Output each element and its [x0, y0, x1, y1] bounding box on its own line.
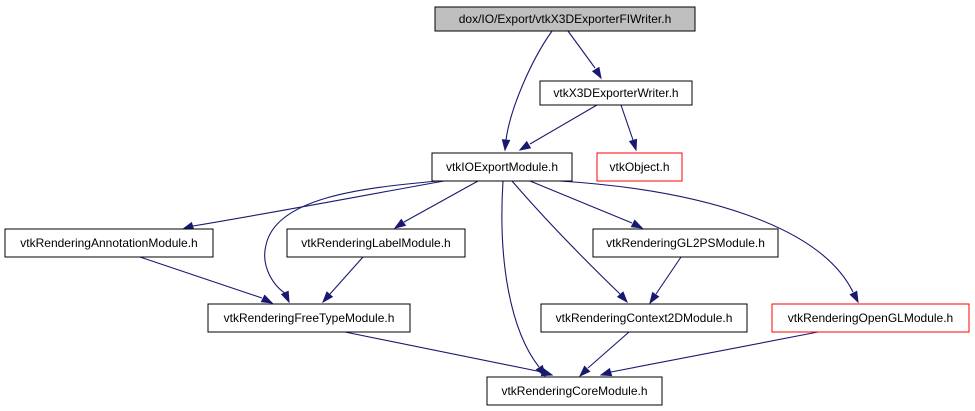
edge-line: [610, 331, 819, 373]
edge-arrowhead: [540, 367, 554, 377]
edge-arrowhead: [280, 290, 290, 304]
node-label: vtkRenderingCoreModule.h: [501, 384, 647, 398]
edge-line: [559, 180, 854, 293]
node-label: vtkRenderingOpenGLModule.h: [788, 311, 953, 325]
edge-line: [655, 256, 682, 295]
edge-arrowhead: [628, 138, 638, 152]
node-box[interactable]: [4, 228, 214, 258]
node-box[interactable]: [431, 152, 573, 182]
edge-annotation-to-freetype: [139, 256, 274, 304]
edge-line: [567, 30, 596, 69]
edge-line: [329, 256, 364, 295]
edge-arrowhead: [630, 219, 644, 229]
edge-freetype-to-core: [344, 331, 554, 377]
edge-root-to-writer: [567, 30, 602, 80]
node-vtkrenderinglabelmodule-h[interactable]: vtkRenderingLabelModule.h: [286, 228, 466, 258]
node-box[interactable]: [592, 228, 779, 258]
edge-arrowhead: [393, 218, 407, 229]
nodes-layer: dox/IO/Export/vtkX3DExporterFIWriter.h vt…: [4, 6, 970, 406]
node-vtkrenderingannotationmodule-h[interactable]: vtkRenderingAnnotationModule.h: [4, 228, 214, 258]
node-box[interactable]: [539, 80, 693, 106]
edge-ioexport-to-annotation: [181, 180, 445, 231]
edge-arrowhead: [518, 140, 532, 151]
node-box[interactable]: [486, 376, 663, 406]
edge-gl2ps-to-context2d: [649, 256, 682, 305]
edge-arrowhead: [591, 66, 602, 80]
node-label: vtkRenderingFreeTypeModule.h: [224, 311, 395, 325]
node-label: vtkObject.h: [609, 160, 669, 174]
node-vtkrenderingopenglmodule-h[interactable]: vtkRenderingOpenGLModule.h: [771, 303, 970, 333]
node-label: vtkIOExportModule.h: [446, 160, 558, 174]
edge-ioexport-to-label: [393, 180, 479, 229]
edge-line: [403, 180, 479, 223]
edge-arrowhead: [322, 291, 334, 304]
node-vtkx3dexporterwriter-h[interactable]: vtkX3DExporterWriter.h: [539, 80, 693, 106]
edge-arrowhead: [260, 294, 274, 304]
edge-line: [505, 30, 553, 141]
edge-line: [139, 256, 263, 299]
edges-layer: [139, 30, 859, 378]
node-box[interactable]: [596, 152, 683, 182]
edge-arrowhead: [616, 291, 628, 304]
edge-ioexport-to-opengl: [559, 180, 859, 304]
node-label: vtkRenderingAnnotationModule.h: [20, 236, 197, 250]
edge-arrowhead: [849, 290, 859, 304]
edge-arrowhead: [649, 291, 660, 305]
edge-line: [587, 331, 630, 369]
node-box[interactable]: [434, 6, 696, 32]
node-vtkrenderingcoremodule-h[interactable]: vtkRenderingCoreModule.h: [486, 376, 663, 406]
edge-arrowhead: [578, 365, 591, 378]
edge-line: [511, 180, 621, 295]
edge-line: [529, 180, 633, 224]
node-box[interactable]: [207, 303, 411, 333]
edge-opengl-to-core: [599, 331, 819, 377]
edge-label-to-freetype: [322, 256, 364, 304]
edge-arrowhead: [599, 367, 613, 377]
edge-line: [344, 331, 543, 373]
node-label: vtkRenderingGL2PSModule.h: [606, 236, 765, 250]
edge-ioexport-to-gl2ps: [529, 180, 644, 229]
node-label: dox/IO/Export/vtkX3DExporterFIWriter.h: [459, 12, 672, 26]
node-vtkrenderingfreetypemodule-h[interactable]: vtkRenderingFreeTypeModule.h: [207, 303, 411, 333]
edge-line: [264, 180, 439, 294]
node-vtkrenderingcontext2dmodule-h[interactable]: vtkRenderingContext2DModule.h: [540, 303, 748, 333]
node-label: vtkRenderingContext2DModule.h: [556, 311, 733, 325]
edge-writer-to-ioexport: [518, 104, 598, 151]
edge-line: [501, 180, 540, 368]
edge-arrowhead: [501, 139, 511, 152]
node-box[interactable]: [771, 303, 970, 333]
edge-line: [620, 104, 634, 141]
node-vtkobject-h[interactable]: vtkObject.h: [596, 152, 683, 182]
edge-ioexport-to-context2d: [511, 180, 628, 304]
node-box[interactable]: [540, 303, 748, 333]
edge-writer-to-object: [620, 104, 638, 152]
edge-line: [529, 104, 598, 145]
node-label: vtkX3DExporterWriter.h: [553, 86, 678, 100]
edge-context2d-to-core: [578, 331, 630, 378]
node-dox-io-export-vtkx3dexporterfiwriter-h[interactable]: dox/IO/Export/vtkX3DExporterFIWriter.h: [434, 6, 696, 32]
edge-root-to-ioexport: [501, 30, 553, 152]
node-label: vtkRenderingLabelModule.h: [301, 236, 450, 250]
node-vtkioexportmodule-h[interactable]: vtkIOExportModule.h: [431, 152, 573, 182]
node-box[interactable]: [286, 228, 466, 258]
edge-ioexport-to-freetype: [264, 180, 439, 304]
edge-line: [192, 180, 445, 227]
node-vtkrenderinggl2psmodule-h[interactable]: vtkRenderingGL2PSModule.h: [592, 228, 779, 258]
